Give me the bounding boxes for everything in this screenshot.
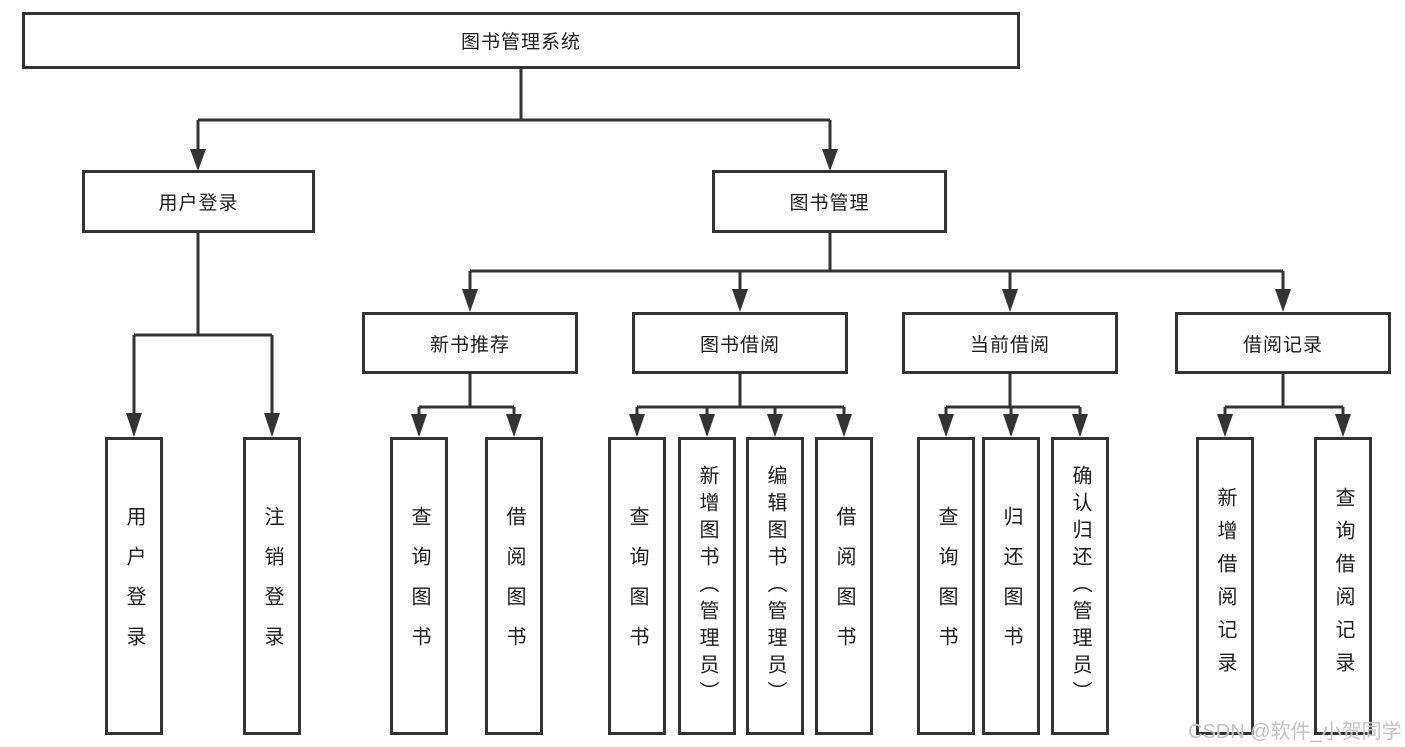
node-label: 图书借阅 [699, 334, 780, 356]
node-book-borrow: 图书借阅 [632, 312, 848, 374]
node-book-management: 图书管理 [712, 170, 947, 233]
node-label: 新书推荐 [429, 334, 510, 356]
node-user-login: 用户登录 [82, 170, 315, 233]
leaf-label: 用户登录 [123, 506, 145, 666]
edge-new-book-recommend-to-leaves [411, 374, 522, 437]
leaf-label: 归还图书 [1000, 506, 1022, 666]
leaf-label: 新增图书（管理员） [696, 464, 718, 708]
leaf-add-borrow-record: 新增借阅记录 [1196, 437, 1254, 735]
edge-book-borrow-to-leaves [629, 374, 852, 437]
leaf-user-login: 用户登录 [105, 437, 163, 735]
leaf-confirm-return-admin: 确认归还（管理员） [1051, 437, 1109, 735]
leaf-label: 查询图书 [626, 506, 648, 666]
leaf-label: 注销登录 [261, 506, 283, 666]
node-current-borrow: 当前借阅 [902, 312, 1118, 374]
leaf-label: 查询借阅记录 [1332, 487, 1354, 685]
leaf-query-borrow-record: 查询借阅记录 [1314, 437, 1372, 735]
leaf-query-books-current: 查询图书 [917, 437, 975, 735]
node-borrow-records: 借阅记录 [1175, 312, 1391, 374]
edge-user-login-to-leaves [126, 233, 280, 437]
leaf-label: 编辑图书（管理员） [764, 464, 786, 708]
node-label: 当前借阅 [969, 334, 1050, 356]
leaf-logout: 注销登录 [243, 437, 301, 735]
leaf-label: 查询图书 [408, 506, 430, 666]
leaf-borrow-books-recommend: 借阅图书 [485, 437, 543, 735]
leaf-borrow-books: 借阅图书 [815, 437, 873, 735]
leaf-label: 查询图书 [935, 506, 957, 666]
edge-borrow-records-to-leaves [1217, 374, 1351, 437]
leaf-add-books-admin: 新增图书（管理员） [678, 437, 736, 735]
leaf-query-books-borrow: 查询图书 [608, 437, 666, 735]
edge-book-management-to-level3 [462, 233, 1291, 312]
node-new-book-recommend: 新书推荐 [362, 312, 578, 374]
edge-root-to-level2 [190, 69, 838, 171]
node-label: 用户登录 [158, 193, 239, 214]
edge-current-borrow-to-leaves [938, 374, 1088, 437]
csdn-watermark: CSDN @软件_小贺同学 [1188, 721, 1402, 743]
leaf-label: 新增借阅记录 [1214, 487, 1236, 685]
node-label: 图书管理 [789, 193, 870, 214]
leaf-query-books-recommend: 查询图书 [390, 437, 448, 735]
node-label: 图书管理系统 [460, 32, 581, 53]
leaf-label: 借阅图书 [503, 506, 525, 666]
leaf-return-books: 归还图书 [982, 437, 1040, 735]
node-label: 借阅记录 [1242, 334, 1323, 356]
node-library-management-system: 图书管理系统 [22, 12, 1020, 69]
leaf-label: 借阅图书 [833, 506, 855, 666]
leaf-label: 确认归还（管理员） [1069, 464, 1091, 708]
leaf-edit-books-admin: 编辑图书（管理员） [746, 437, 804, 735]
